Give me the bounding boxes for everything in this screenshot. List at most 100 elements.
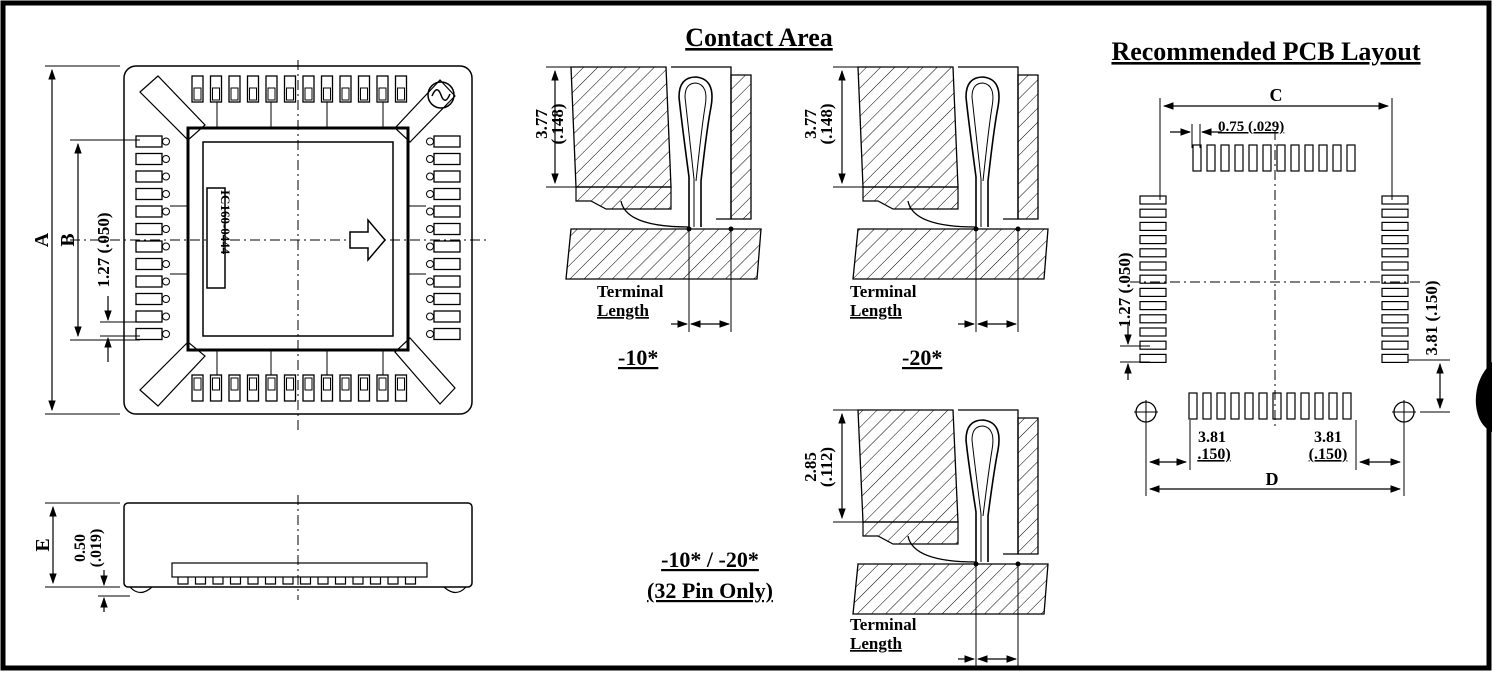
pin: [228, 374, 241, 402]
pin: [433, 310, 461, 323]
pcb-pad: [1381, 248, 1409, 258]
spring-contact: [965, 419, 1000, 562]
pin: [433, 170, 461, 183]
dim-d-label: D: [1266, 469, 1279, 489]
side-thickness-mm: 0.50: [72, 534, 89, 562]
pin: [433, 222, 461, 236]
pcb-pad: [1300, 392, 1310, 420]
pin-contact: [304, 87, 313, 101]
pcb-pad: [1286, 392, 1296, 420]
pin: [433, 257, 461, 271]
side-view: E 0.50 (.019): [32, 495, 473, 612]
pin-contact: [378, 377, 387, 391]
pin-contact: [341, 377, 350, 391]
pcb-pad: [1244, 392, 1254, 420]
pcb-pad: [1258, 392, 1268, 420]
pin-contact: [426, 137, 434, 146]
spring-contact-inner: [971, 82, 994, 227]
pin-contact: [162, 295, 170, 303]
pin-contact: [267, 377, 276, 391]
pin-contact: [193, 87, 202, 101]
lead-curve: [620, 200, 690, 228]
pcb-pad: [1139, 208, 1167, 218]
contact20-height-in: (.148): [817, 103, 836, 144]
pcb-layout: C 0.75 (.029) 1.27 (.050) 3.81 (.150) 3.…: [1115, 85, 1450, 496]
socket-base-section: [862, 521, 959, 545]
contact32-height-in: (.112): [817, 447, 836, 487]
channel: [671, 66, 732, 220]
pin: [135, 222, 163, 236]
pin: [433, 205, 461, 218]
contact20-caption: -20*: [902, 345, 942, 370]
standoff: [443, 586, 467, 594]
pcb-pad: [1304, 144, 1314, 172]
right-offset-in: (.150): [1309, 446, 1348, 463]
pin-contact: [426, 260, 434, 268]
pcb-pad: [1248, 144, 1258, 172]
socket-body-section: [857, 409, 959, 523]
pin: [135, 135, 163, 148]
pcb-pad: [1230, 392, 1240, 420]
pin-contact: [286, 87, 294, 101]
pcb-pad: [1139, 327, 1167, 337]
pcb-pad: [1139, 314, 1167, 324]
pcb-pad: [1381, 287, 1409, 297]
socket-wall-section: [1017, 74, 1039, 220]
pcb-pad: [1381, 235, 1409, 245]
pcb-pad: [1342, 392, 1352, 420]
pin-contact: [249, 377, 257, 391]
pin: [191, 75, 204, 103]
pcb-pad: [1381, 301, 1409, 311]
pin: [246, 374, 260, 402]
mounting-hole-left: [1134, 400, 1158, 424]
pin-contact: [360, 87, 368, 101]
pin-contact: [162, 242, 170, 251]
standoff: [129, 586, 153, 594]
mounting-hole-right: [1392, 400, 1416, 424]
pin-contact: [397, 87, 405, 101]
spring-contact-inner: [684, 82, 707, 227]
pin: [246, 75, 260, 103]
spring-contact: [678, 76, 713, 227]
pin: [283, 374, 297, 402]
contact32-caption-note: (32 Pin Only): [647, 578, 773, 603]
pins-bottom: [191, 350, 408, 402]
channel: [958, 409, 1019, 555]
pcb-pad: [1381, 340, 1409, 350]
corner-arm: [394, 337, 456, 405]
contact10-length: Length: [597, 301, 650, 320]
lead-curve: [907, 200, 977, 228]
pcb-pad: [1381, 261, 1409, 271]
pcb-pitch-label: 1.27 (.050): [1115, 252, 1134, 327]
contact10-height-in: (.148): [548, 103, 567, 144]
pin: [394, 374, 408, 402]
spring-contact-inner: [971, 425, 994, 562]
pin: [209, 374, 223, 402]
pin-contact: [162, 137, 170, 146]
pin: [302, 374, 315, 402]
pin: [228, 75, 241, 103]
pcb-pad: [1328, 392, 1338, 420]
socket-base-section: [862, 186, 959, 210]
pin-contact: [286, 377, 294, 391]
pcb-pad: [1202, 392, 1212, 420]
pin: [302, 75, 315, 103]
pcb-pad: [1262, 144, 1272, 172]
contact-area-heading: Contact Area: [685, 23, 833, 52]
pcb-pad: [1381, 353, 1409, 363]
contact10-height-mm: 3.77: [532, 109, 551, 139]
pin: [433, 135, 461, 148]
pcb-pad: [1381, 195, 1409, 205]
socket-wall-section: [730, 74, 752, 220]
contact-detail-10: [546, 66, 762, 332]
socket-base-section: [575, 186, 672, 210]
contact10-caption: -10*: [618, 345, 658, 370]
pin: [433, 327, 461, 341]
pin: [191, 374, 204, 402]
pin: [394, 75, 408, 103]
pcb-pad: [1381, 208, 1409, 218]
pin: [135, 327, 163, 341]
pin: [135, 170, 163, 183]
